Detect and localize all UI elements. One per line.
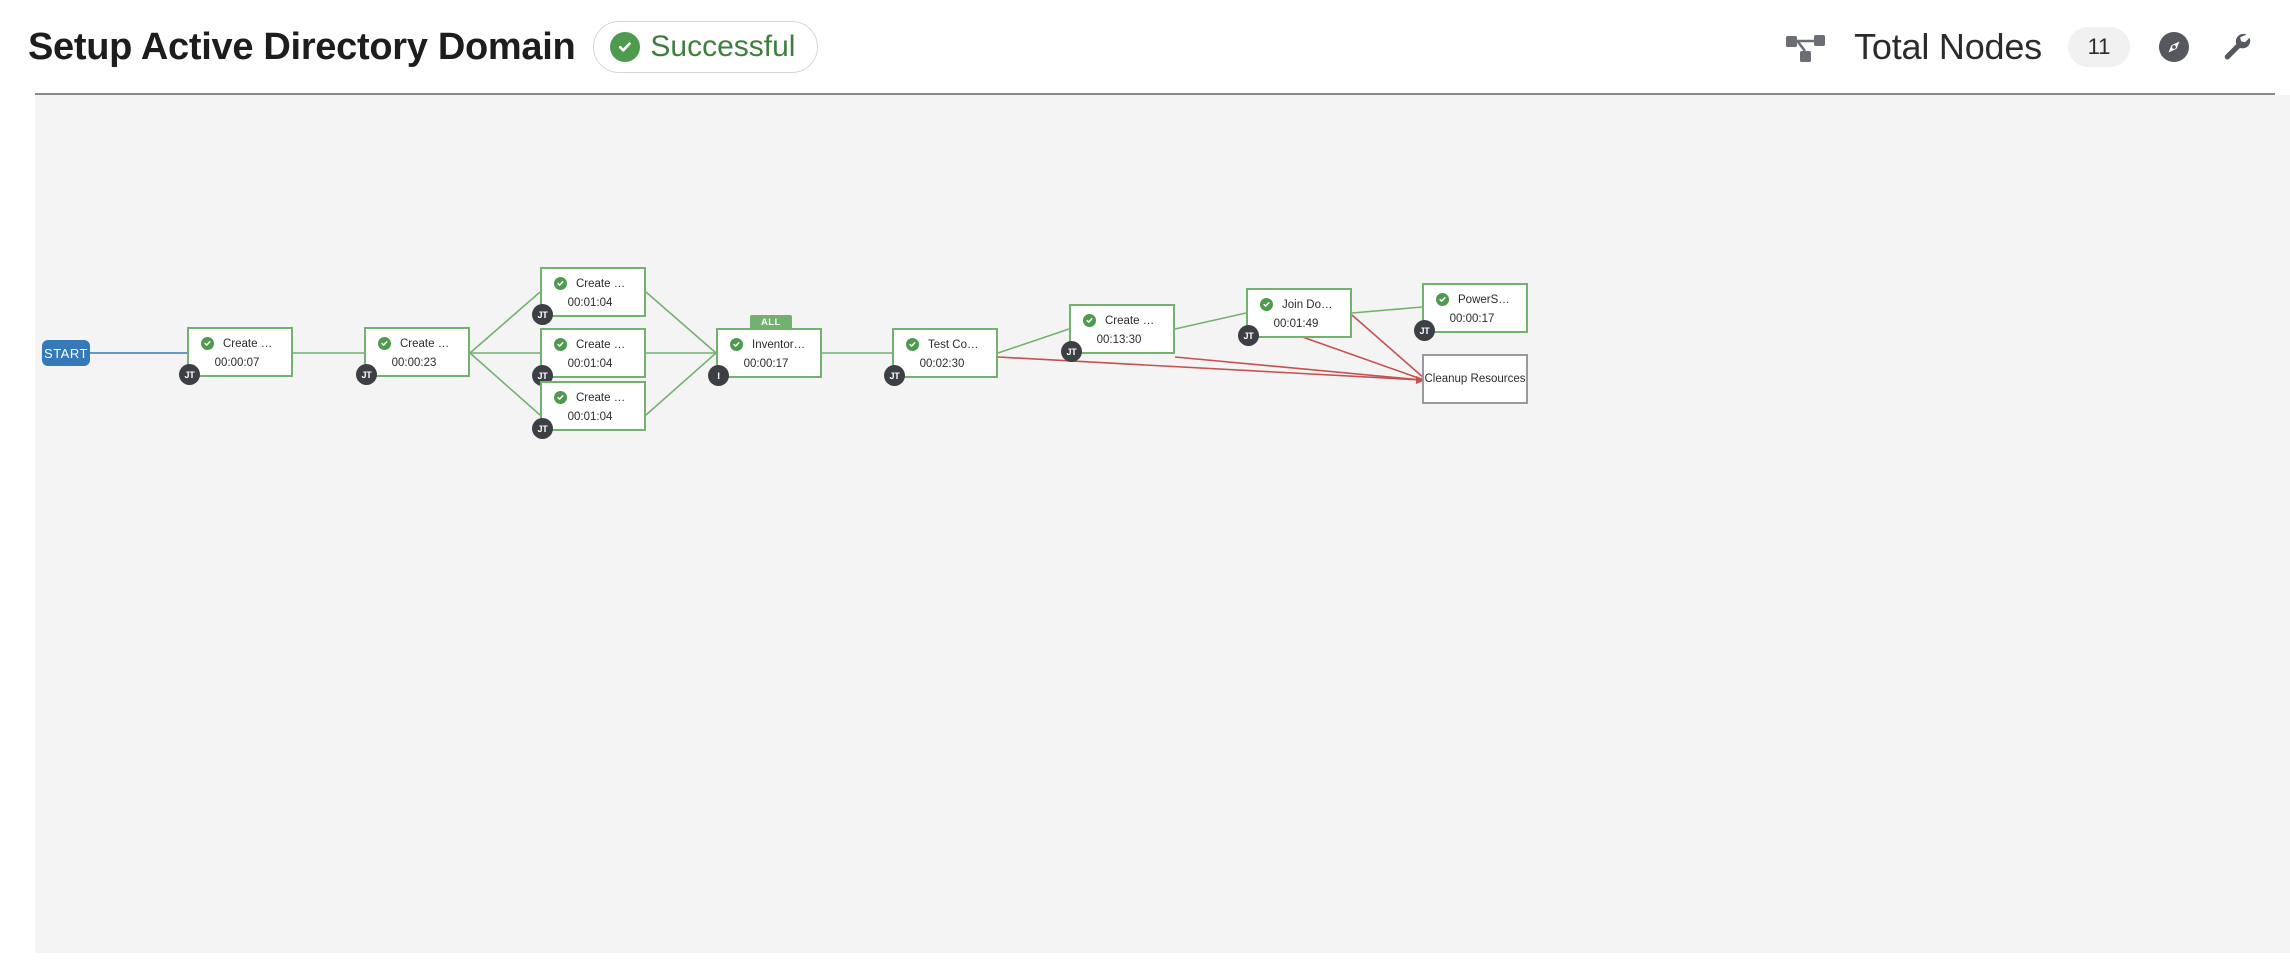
node-duration: 00:00:07 bbox=[214, 357, 260, 369]
node-title-row: Create Computer (2) bbox=[542, 391, 644, 404]
node-start-label: START bbox=[44, 345, 88, 361]
node-credential-badge[interactable]: JT bbox=[532, 304, 553, 325]
node-title-row: Create Keypair bbox=[189, 337, 291, 350]
node-duration: 00:01:49 bbox=[1273, 318, 1319, 330]
page-header: Setup Active Directory Domain Successful bbox=[0, 0, 2290, 95]
check-circle-icon bbox=[1083, 314, 1096, 327]
node-duration: 00:00:17 bbox=[1449, 313, 1495, 325]
node-duration: 00:00:17 bbox=[743, 358, 789, 370]
check-circle-icon bbox=[906, 338, 919, 351]
node-powershell-validation[interactable]: PowerShell Validation 00:00:17 JT bbox=[1414, 283, 1528, 341]
check-circle-icon bbox=[378, 337, 391, 350]
node-create-computer-1[interactable]: Create Computer (1) 00:01:04 JT bbox=[532, 328, 646, 386]
page-title: Setup Active Directory Domain bbox=[28, 25, 576, 68]
node-title-row: Test Connectivity bbox=[894, 338, 996, 351]
node-credential-badge[interactable]: JT bbox=[1414, 320, 1435, 341]
node-title-row: Create Domain Contr... bbox=[542, 277, 644, 290]
check-circle-icon bbox=[1436, 293, 1449, 306]
check-circle-icon bbox=[201, 337, 214, 350]
status-label: Successful bbox=[650, 30, 796, 63]
node-duration: 00:02:30 bbox=[919, 358, 965, 370]
node-duration: 00:13:30 bbox=[1096, 334, 1142, 346]
node-duration: 00:01:04 bbox=[567, 297, 613, 309]
node-label: Create VPC bbox=[400, 337, 456, 350]
edge-layer bbox=[90, 291, 1426, 416]
node-all-badge: ALL bbox=[750, 315, 792, 331]
node-create-vpc[interactable]: Create VPC 00:00:23 JT bbox=[356, 327, 470, 385]
node-title-row: Inventory Sync bbox=[718, 338, 820, 351]
node-credential-badge[interactable]: JT bbox=[532, 418, 553, 439]
wrench-icon[interactable] bbox=[2218, 29, 2254, 65]
workflow-canvas[interactable]: START Create Keypair 00:00:07 JT bbox=[35, 95, 2290, 953]
node-inventory-sync[interactable]: ALL Inventory Sync 00:00:17 I bbox=[708, 315, 822, 386]
header-divider bbox=[35, 93, 2275, 95]
node-credential-badge[interactable]: JT bbox=[532, 365, 553, 386]
check-circle-icon bbox=[554, 338, 567, 351]
node-title-row: PowerShell Validation bbox=[1424, 293, 1526, 306]
node-create-domain-controller[interactable]: Create Domain Contr... 00:01:04 JT bbox=[532, 267, 646, 325]
check-circle-icon bbox=[730, 338, 743, 351]
compass-icon[interactable] bbox=[2156, 29, 2192, 65]
node-title-row: Join Domain bbox=[1248, 298, 1350, 311]
node-duration: 00:01:04 bbox=[567, 358, 613, 370]
total-nodes-count: 11 bbox=[2068, 27, 2130, 67]
node-label: PowerShell Validation bbox=[1458, 293, 1514, 306]
node-start[interactable]: START bbox=[42, 340, 90, 366]
node-cleanup-resources[interactable]: Cleanup Resources bbox=[1422, 354, 1528, 404]
node-credential-badge[interactable]: JT bbox=[1238, 325, 1259, 346]
check-circle-icon bbox=[610, 32, 641, 62]
node-title-row: Create Domain bbox=[1071, 314, 1173, 327]
node-create-domain[interactable]: Create Domain 00:13:30 JT bbox=[1061, 304, 1175, 362]
node-duration: 00:01:04 bbox=[567, 411, 613, 423]
node-title-row: Create VPC bbox=[366, 337, 468, 350]
edge-arrowhead bbox=[1416, 376, 1426, 384]
node-inventory-badge[interactable]: I bbox=[708, 365, 729, 386]
status-badge: Successful bbox=[593, 21, 819, 73]
node-label: Create Computer (1) bbox=[576, 338, 632, 351]
node-duration: 00:00:23 bbox=[391, 357, 437, 369]
header-left-group: Setup Active Directory Domain Successful bbox=[28, 0, 819, 94]
node-label: Join Domain bbox=[1282, 298, 1338, 311]
node-label: Create Domain bbox=[1105, 314, 1161, 327]
node-credential-badge[interactable]: JT bbox=[1061, 341, 1082, 362]
node-label: Test Connectivity bbox=[928, 338, 984, 351]
node-test-connectivity[interactable]: Test Connectivity 00:02:30 JT bbox=[884, 328, 998, 386]
header-right-group: Total Nodes 11 bbox=[1786, 0, 2254, 94]
node-title-row: Create Computer (1) bbox=[542, 338, 644, 351]
node-label: Cleanup Resources bbox=[1424, 373, 1526, 385]
check-circle-icon bbox=[1260, 298, 1273, 311]
node-credential-badge[interactable]: JT bbox=[356, 364, 377, 385]
check-circle-icon bbox=[554, 391, 567, 404]
node-create-keypair[interactable]: Create Keypair 00:00:07 JT bbox=[179, 327, 293, 385]
node-label: Create Computer (2) bbox=[576, 391, 632, 404]
node-credential-badge[interactable]: JT bbox=[179, 364, 200, 385]
node-label: Create Keypair bbox=[223, 337, 279, 350]
node-credential-badge[interactable]: JT bbox=[884, 365, 905, 386]
node-create-computer-2[interactable]: Create Computer (2) 00:01:04 JT bbox=[532, 381, 646, 439]
node-label: Create Domain Contr... bbox=[576, 277, 632, 290]
check-circle-icon bbox=[554, 277, 567, 290]
node-tree-icon bbox=[1786, 30, 1828, 64]
total-nodes-label: Total Nodes bbox=[1854, 26, 2042, 67]
node-label: Inventory Sync bbox=[752, 338, 808, 351]
node-join-domain[interactable]: Join Domain 00:01:49 JT bbox=[1238, 288, 1352, 346]
